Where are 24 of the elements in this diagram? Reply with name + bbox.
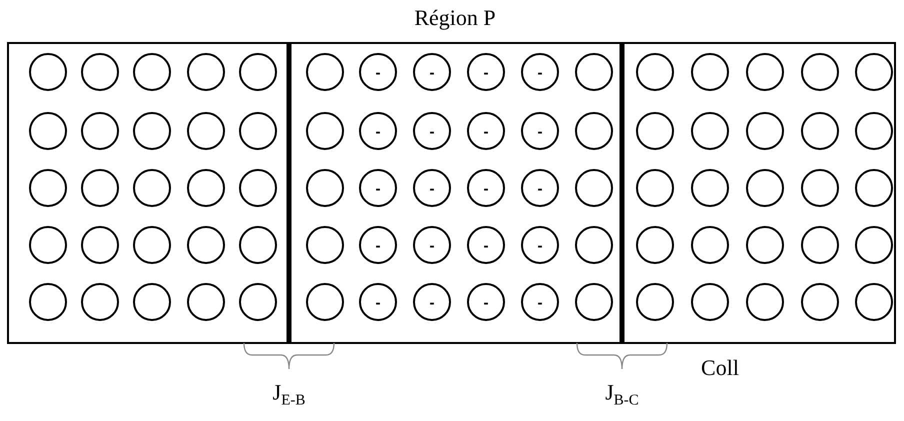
minus-sign: - — [376, 124, 380, 140]
minus-sign: - — [430, 238, 434, 254]
minus-sign: - — [484, 238, 488, 254]
minus-sign: - — [376, 296, 380, 310]
minus-sign: - — [484, 66, 488, 80]
minus-sign: - — [484, 124, 488, 140]
minus-sign: - — [538, 238, 542, 254]
region-label: Région P — [414, 7, 496, 29]
minus-sign: - — [430, 296, 434, 310]
minus-sign: - — [484, 296, 488, 310]
minus-sign: - — [376, 238, 380, 254]
region-label: Coll — [701, 357, 739, 379]
minus-sign: - — [430, 182, 434, 196]
minus-sign: - — [538, 296, 542, 310]
minus-sign: - — [376, 182, 380, 196]
junction-label: J$_{B-C}$ — [605, 382, 639, 408]
minus-sign: - — [538, 182, 542, 196]
minus-sign: - — [538, 66, 542, 80]
junction-label: J$_{E-B}$ — [272, 382, 306, 408]
minus-sign: - — [430, 66, 434, 80]
minus-sign: - — [538, 124, 542, 140]
minus-sign: - — [376, 66, 380, 80]
minus-sign: - — [484, 182, 488, 196]
minus-sign: - — [430, 124, 434, 140]
